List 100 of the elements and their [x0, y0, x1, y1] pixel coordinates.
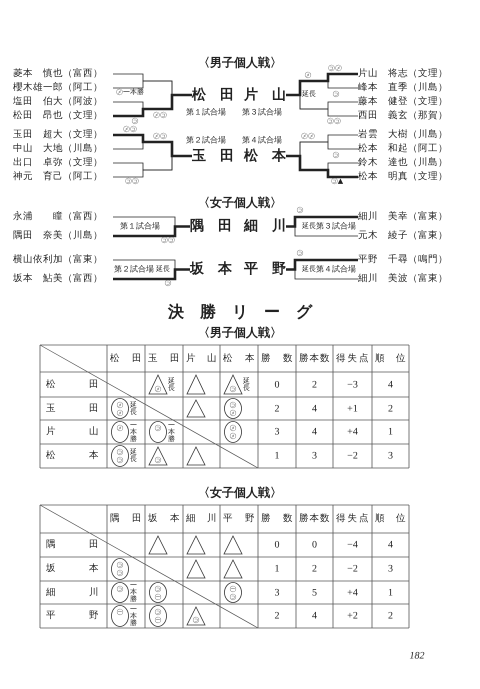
column-heading: 松 田: [110, 352, 142, 366]
stat-value: 3: [274, 587, 280, 598]
player-name: 藤本 健登（文理）: [358, 96, 474, 108]
column-heading: 隅 田: [110, 512, 142, 526]
row-heading: 松 田: [46, 378, 99, 392]
winner-name: 玉 田: [192, 146, 235, 166]
section-heading: 〈女子個人戦〉: [198, 196, 282, 210]
player-name: 西田 義玄（那賀）: [358, 110, 474, 122]
winner-name: 松 田: [192, 86, 235, 104]
court-label: 第３試合場: [242, 108, 282, 118]
player-name: 元木 綾子（富東）: [358, 230, 474, 242]
row-heading: 坂 本: [46, 562, 99, 576]
player-name: 松本 和起（阿工）: [358, 142, 474, 156]
league-title: 決 勝 リ ー グ: [168, 303, 312, 321]
stat-value: 2: [274, 610, 280, 622]
row-heading: 松 本: [46, 449, 99, 463]
stat-value: 2: [312, 379, 317, 390]
stat-value: 2: [388, 403, 393, 414]
section-heading: 〈男子個人戦〉: [198, 56, 282, 70]
column-heading: 得失点: [336, 512, 369, 526]
column-heading: 玉 田: [148, 352, 180, 366]
column-heading: 細 川: [186, 512, 217, 526]
winner-name: 片 山: [243, 86, 286, 104]
court-label: 第２試合場: [114, 265, 154, 274]
stat-value: −3: [347, 379, 358, 390]
bracket-line: [113, 134, 192, 158]
row-heading: 細 川: [46, 586, 99, 600]
player-name: 平野 千尋（鳴門）: [358, 254, 474, 266]
player-name: 永浦 瞳（富西）: [13, 210, 113, 224]
column-heading: 坂 本: [148, 512, 180, 526]
player-name: 片山 将志（文理）: [358, 68, 474, 80]
section-heading: 〈男子個人戦〉: [198, 326, 282, 340]
column-heading: 片 山: [186, 352, 217, 366]
stat-value: 1: [274, 564, 280, 574]
column-heading: 得失点: [336, 352, 369, 366]
winner-name: 松 本: [243, 146, 286, 166]
stat-value: 5: [312, 587, 317, 598]
stat-value: 4: [388, 540, 393, 550]
stat-value: 3: [388, 450, 393, 462]
stat-value: 4: [312, 426, 317, 438]
player-name: 岩雲 大樹（川島）: [358, 128, 474, 142]
row-heading: 玉 田: [46, 402, 99, 416]
winner-name: 平 野: [243, 260, 286, 279]
column-heading: 順 位: [375, 512, 406, 526]
player-name: 隅田 奈美（川島）: [13, 230, 113, 242]
stat-value: 1: [388, 426, 393, 438]
player-name: 鈴木 達也（川島）: [358, 156, 474, 170]
player-name: 坂本 鮎美（富西）: [13, 272, 113, 286]
stat-value: 1: [388, 587, 393, 598]
player-name: 峰本 直季（川島）: [358, 82, 474, 94]
court-label: 第４試合場: [242, 136, 282, 146]
player-name: 神元 育己（阿工）: [13, 170, 113, 184]
court-label: 第２試合場: [186, 136, 226, 146]
stat-value: 0: [274, 379, 280, 390]
bracket-line: [113, 94, 192, 118]
bracket-line: [286, 258, 358, 271]
stat-value: 3: [388, 564, 393, 574]
stat-value: 0: [274, 540, 280, 550]
bracket-line: [113, 268, 190, 280]
bracket-line: [286, 72, 358, 96]
player-name: 中山 大地（川島）: [13, 142, 113, 156]
stat-value: 2: [388, 610, 393, 622]
player-name: 横山依利加（富東）: [13, 254, 113, 266]
column-heading: 勝 数: [261, 352, 293, 366]
court-label: 第３試合場: [316, 222, 356, 231]
stat-value: +1: [347, 403, 358, 414]
player-name: 菱本 慎也（富西）: [13, 68, 113, 80]
row-heading: 片 山: [46, 425, 99, 439]
stat-value: 0: [312, 540, 317, 550]
stat-value: +4: [347, 587, 358, 598]
bracket-line: [286, 154, 358, 178]
player-name: 細川 美幸（富東）: [358, 210, 474, 224]
player-name: 松本 明真（文理）: [358, 170, 474, 184]
column-heading: 勝本数: [299, 352, 330, 366]
page-number: 182: [410, 650, 424, 662]
column-heading: 勝 数: [261, 512, 293, 526]
stat-value: −2: [347, 564, 358, 574]
stat-value: 4: [312, 403, 317, 414]
row-heading: 平 野: [46, 610, 99, 623]
stat-value: +4: [347, 426, 358, 438]
player-name: 櫻木雄一郎（阿工）: [13, 82, 113, 94]
stat-value: 1: [274, 450, 280, 462]
column-heading: 勝本数: [299, 512, 330, 526]
stat-value: +2: [347, 610, 358, 622]
stat-value: 3: [312, 450, 317, 462]
stat-value: 2: [274, 403, 280, 414]
bracket-line: [113, 225, 190, 238]
column-heading: 順 位: [375, 352, 406, 366]
player-name: 塩田 伯大（阿波）: [13, 96, 113, 108]
court-label: 第１試合場: [120, 222, 160, 231]
bracket-line: [286, 216, 358, 228]
stat-value: 3: [274, 426, 280, 438]
section-heading: 〈女子個人戦〉: [198, 484, 282, 502]
winner-name: 細 川: [243, 217, 286, 236]
player-name: 細川 美波（富東）: [358, 272, 474, 286]
winner-name: 坂 本: [190, 260, 233, 279]
player-name: 松田 昂也（文理）: [13, 110, 113, 122]
court-label: 第４試合場: [316, 265, 356, 274]
stat-value: 4: [388, 379, 393, 390]
stat-value: 2: [312, 564, 317, 574]
